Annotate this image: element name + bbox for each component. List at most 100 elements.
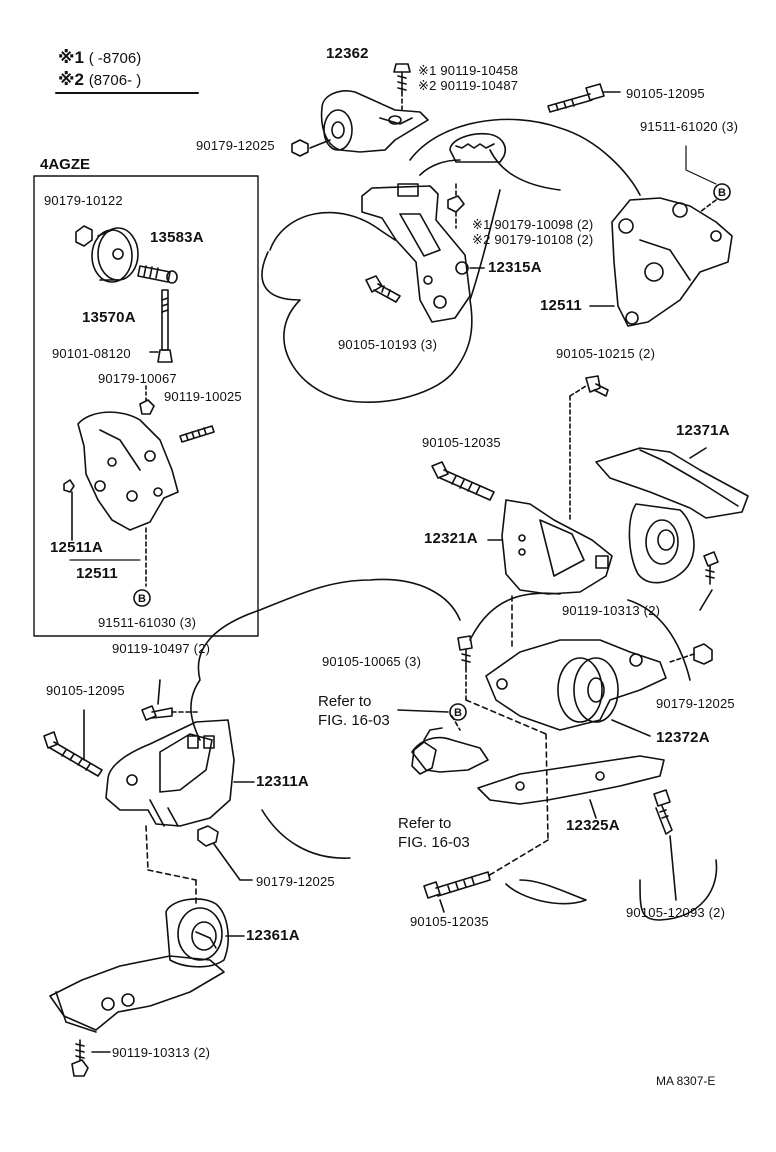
label-bolt-b-2: ※2 90179-10108 (2) — [472, 232, 594, 247]
label-12371A: 12371A — [676, 422, 730, 439]
label-90105-10065: 90105-10065 (3) — [322, 654, 422, 669]
inset-bolt-13583A — [137, 265, 178, 284]
mount-12371A — [595, 447, 749, 584]
inset-title: 4AGZE — [40, 156, 91, 173]
refer-note-2: Refer to FIG. 16-03 — [398, 814, 470, 852]
bracket-12311A — [105, 719, 255, 827]
label-91511-61030: 91511-61030 (3) — [98, 615, 197, 630]
inset-nut-90179-10122 — [75, 225, 93, 247]
bolt-90119-10458 — [393, 63, 411, 111]
refer-bracket-lower — [411, 741, 437, 775]
assembly-dash-2 — [545, 733, 549, 841]
bracket-12511-right — [589, 145, 733, 327]
label-12321A: 12321A — [424, 530, 478, 547]
label-90119-10313-right: 90119-10313 (2) — [562, 603, 661, 618]
filler-cap — [449, 132, 506, 163]
label-90179-12025-right: 90179-12025 — [656, 696, 735, 711]
refer-note-2-line2: FIG. 16-03 — [398, 834, 470, 851]
assembly-dash-5 — [145, 825, 149, 871]
label-90105-12035-upper: 90105-12035 — [422, 435, 501, 450]
assembly-dash-3 — [487, 839, 549, 877]
label-12511A: 12511A — [50, 539, 103, 556]
legend-note-2-mark: ※2 — [58, 70, 84, 89]
bolt-90119-10313-bottom — [71, 1039, 111, 1077]
label-90105-12035-lower: 90105-12035 — [410, 914, 489, 929]
inset-bolt-90101-08120 — [149, 289, 173, 363]
engine-mount-12362 — [320, 90, 429, 153]
label-12311A: 12311A — [256, 773, 309, 790]
label-90179-12025-bottom: 90179-12025 — [256, 874, 335, 889]
assembly-dash-6 — [147, 869, 197, 881]
label-12315A: 12315A — [488, 259, 542, 276]
label-bolt-a-2: ※2 90119-10487 — [418, 78, 519, 93]
label-90119-10497: 90119-10497 (2) — [112, 641, 211, 656]
bolt-90105-10193 — [365, 275, 401, 303]
ref-circle-b-right — [713, 183, 731, 201]
refer-note-1-line2: FIG. 16-03 — [318, 712, 390, 729]
label-90119-10025: 90119-10025 — [164, 389, 242, 404]
label-90105-10193: 90105-10193 (3) — [338, 337, 438, 352]
bolt-90119-10497 — [141, 679, 201, 721]
inset-bushing-13570A — [91, 227, 139, 283]
label-13583A: 13583A — [150, 229, 204, 246]
label-90179-10122: 90179-10122 — [44, 193, 123, 208]
label-91511-61020: 91511-61020 (3) — [640, 119, 739, 134]
engine-outline-lower — [190, 578, 718, 921]
label-90119-10313-bottom: 90119-10313 (2) — [112, 1045, 211, 1060]
label-12362: 12362 — [326, 45, 369, 62]
nut-90179-12025-right — [669, 643, 713, 665]
bracket-12325A — [477, 755, 665, 819]
refer1-leader — [397, 709, 449, 713]
legend-note-2-range: (8706- ) — [88, 72, 142, 89]
label-bolt-b-1: ※1 90179-10098 (2) — [472, 217, 594, 232]
mount-12372A — [485, 639, 667, 737]
bolt-90105-10065 — [457, 635, 473, 701]
label-bolt-a-1: ※1 90119-10458 — [418, 63, 519, 78]
label-12361A: 12361A — [246, 927, 300, 944]
label-12325A: 12325A — [566, 817, 620, 834]
inset-bracket-12511A — [63, 411, 179, 541]
bolt-90119-10313-right — [699, 551, 719, 611]
inset-box — [33, 175, 259, 637]
refer-note-1: Refer to FIG. 16-03 — [318, 692, 390, 730]
label-12511-right: 12511 — [540, 297, 582, 314]
nut-90179-12025-bottom — [197, 825, 253, 881]
ref-circle-b-inset — [133, 589, 151, 607]
legend-note-1-range: ( -8706) — [88, 50, 142, 67]
bracket-12315A — [361, 183, 485, 323]
label-12372A: 12372A — [656, 729, 710, 746]
refer-note-1-line1: Refer to — [318, 693, 372, 710]
label-90105-12095-top: 90105-12095 — [626, 86, 705, 101]
ref-mark-inset: B — [138, 593, 146, 605]
ref-mark-center: B — [454, 707, 462, 719]
legend-note-1: ※1 ( -8706) — [58, 48, 141, 68]
inset-stud-90119-10025 — [179, 425, 215, 443]
legend-note-1-mark: ※1 — [58, 48, 84, 67]
label-90179-12025-top: 90179-12025 — [196, 138, 275, 153]
label-90101-08120: 90101-08120 — [52, 346, 131, 361]
bolt-90105-12035-upper — [431, 461, 495, 501]
inset-nut-90179-10067 — [139, 385, 155, 415]
label-90105-10215: 90105-10215 (2) — [556, 346, 656, 361]
refer-bracket-upper — [411, 715, 489, 773]
bolt-90105-12095-left — [43, 709, 103, 777]
catalog-code: MA 8307-E — [656, 1074, 716, 1088]
label-90105-12095-left: 90105-12095 — [46, 683, 125, 698]
engine-outline-upper — [261, 118, 641, 403]
bracket-12321A — [487, 499, 613, 595]
engine-outline-upper-2 — [419, 159, 473, 371]
refer-note-2-line1: Refer to — [398, 815, 452, 832]
label-12511-inset: 12511 — [76, 565, 118, 582]
label-90179-10067: 90179-10067 — [98, 371, 177, 386]
label-13570A: 13570A — [82, 309, 136, 326]
bolt-90105-12095-top — [547, 83, 621, 113]
bolt-90105-12035-lower — [423, 871, 491, 913]
ref-circle-b-center — [449, 703, 467, 721]
nut-90179-10098 — [447, 183, 465, 229]
mount-12361A — [49, 898, 245, 1033]
ref-mark-right: B — [718, 187, 726, 199]
assembly-dash-1 — [465, 699, 547, 735]
legend-note-2: ※2 (8706- ) — [58, 70, 141, 90]
bolt-90105-12093 — [653, 789, 677, 901]
